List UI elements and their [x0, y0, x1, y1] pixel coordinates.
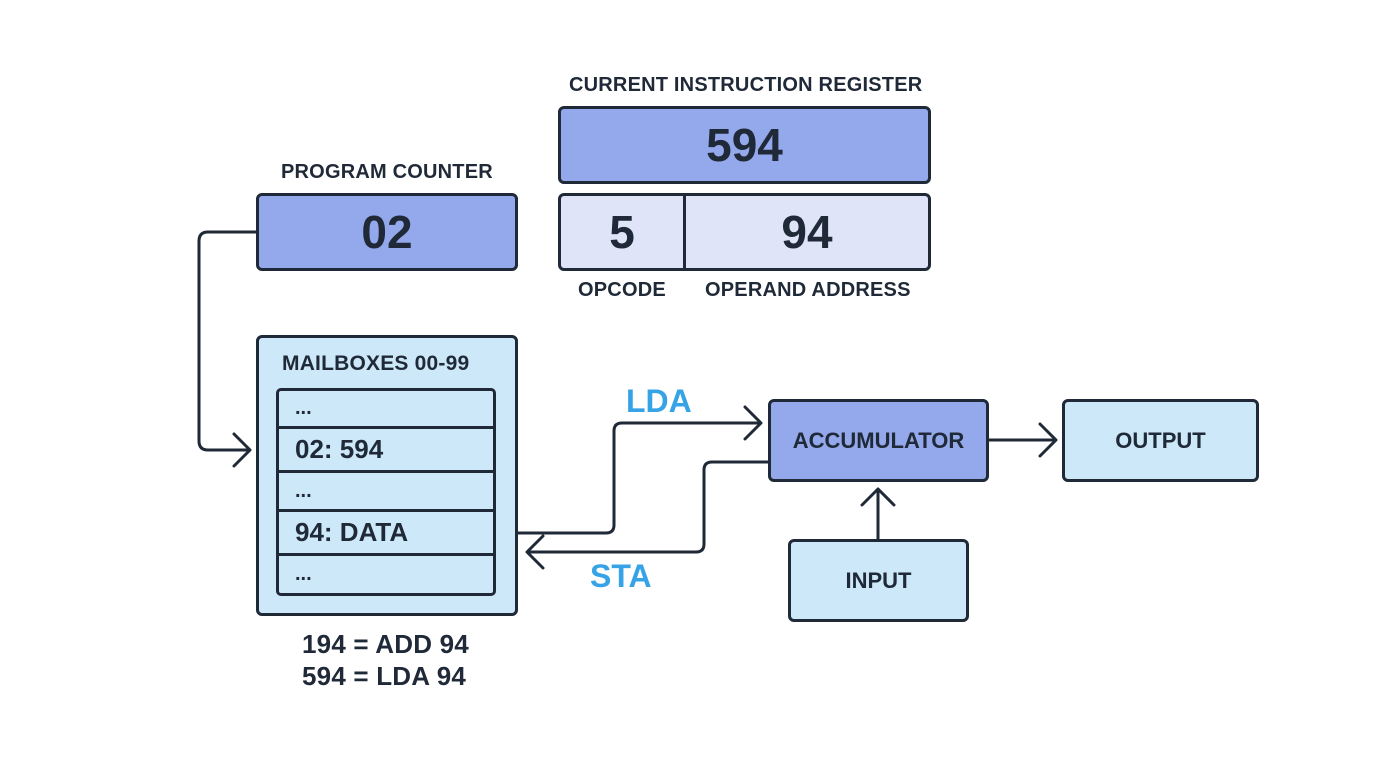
- lda-arrowhead: [743, 405, 763, 441]
- cir-title: CURRENT INSTRUCTION REGISTER: [569, 74, 923, 96]
- mailboxes-title: MAILBOXES 00-99: [282, 352, 470, 375]
- lda-label: LDA: [626, 383, 692, 419]
- mailbox-row-02: 02: 594: [279, 429, 493, 473]
- mailbox-row-ellipsis-bottom: ...: [295, 563, 312, 585]
- mailbox-list: [276, 388, 496, 596]
- input-to-acc-arrowhead: [860, 487, 896, 507]
- pc-to-memory-arrow: [197, 230, 260, 452]
- opcode-label: OPCODE: [578, 279, 666, 301]
- output-label: OUTPUT: [1115, 427, 1206, 453]
- lda-arrow: [495, 421, 762, 535]
- operand-address-label: OPERAND ADDRESS: [705, 279, 911, 301]
- sta-arrowhead: [525, 534, 545, 570]
- pc-to-memory-arrowhead: [232, 432, 252, 468]
- acc-to-output-arrowhead: [1038, 422, 1058, 458]
- output-box: OUTPUT: [1062, 399, 1259, 482]
- accumulator-label: ACCUMULATOR: [792, 427, 965, 453]
- cir-value-box: 594: [558, 106, 931, 184]
- program-counter-title: PROGRAM COUNTER: [281, 161, 493, 183]
- mailbox-row-ellipsis-top: ...: [279, 391, 493, 429]
- cir-operand-value: 94: [781, 206, 833, 258]
- program-counter-value: 02: [361, 206, 413, 258]
- sta-arrow: [526, 460, 772, 554]
- input-label: INPUT: [845, 567, 912, 593]
- mailbox-row-94: 94: DATA: [279, 512, 493, 556]
- accumulator-box: ACCUMULATOR: [768, 399, 989, 482]
- cir-value: 594: [706, 119, 783, 171]
- note-lda: 594 = LDA 94: [302, 661, 467, 691]
- cir-opcode-value: 5: [609, 206, 635, 258]
- cir-opcode-box: 5: [558, 193, 686, 271]
- cir-operand-box: 94: [683, 193, 931, 271]
- sta-label: STA: [590, 558, 652, 594]
- note-add: 194 = ADD 94: [302, 629, 469, 659]
- input-box: INPUT: [788, 539, 969, 622]
- program-counter-box: 02: [256, 193, 518, 271]
- mailbox-row-ellipsis-middle: ...: [279, 473, 493, 512]
